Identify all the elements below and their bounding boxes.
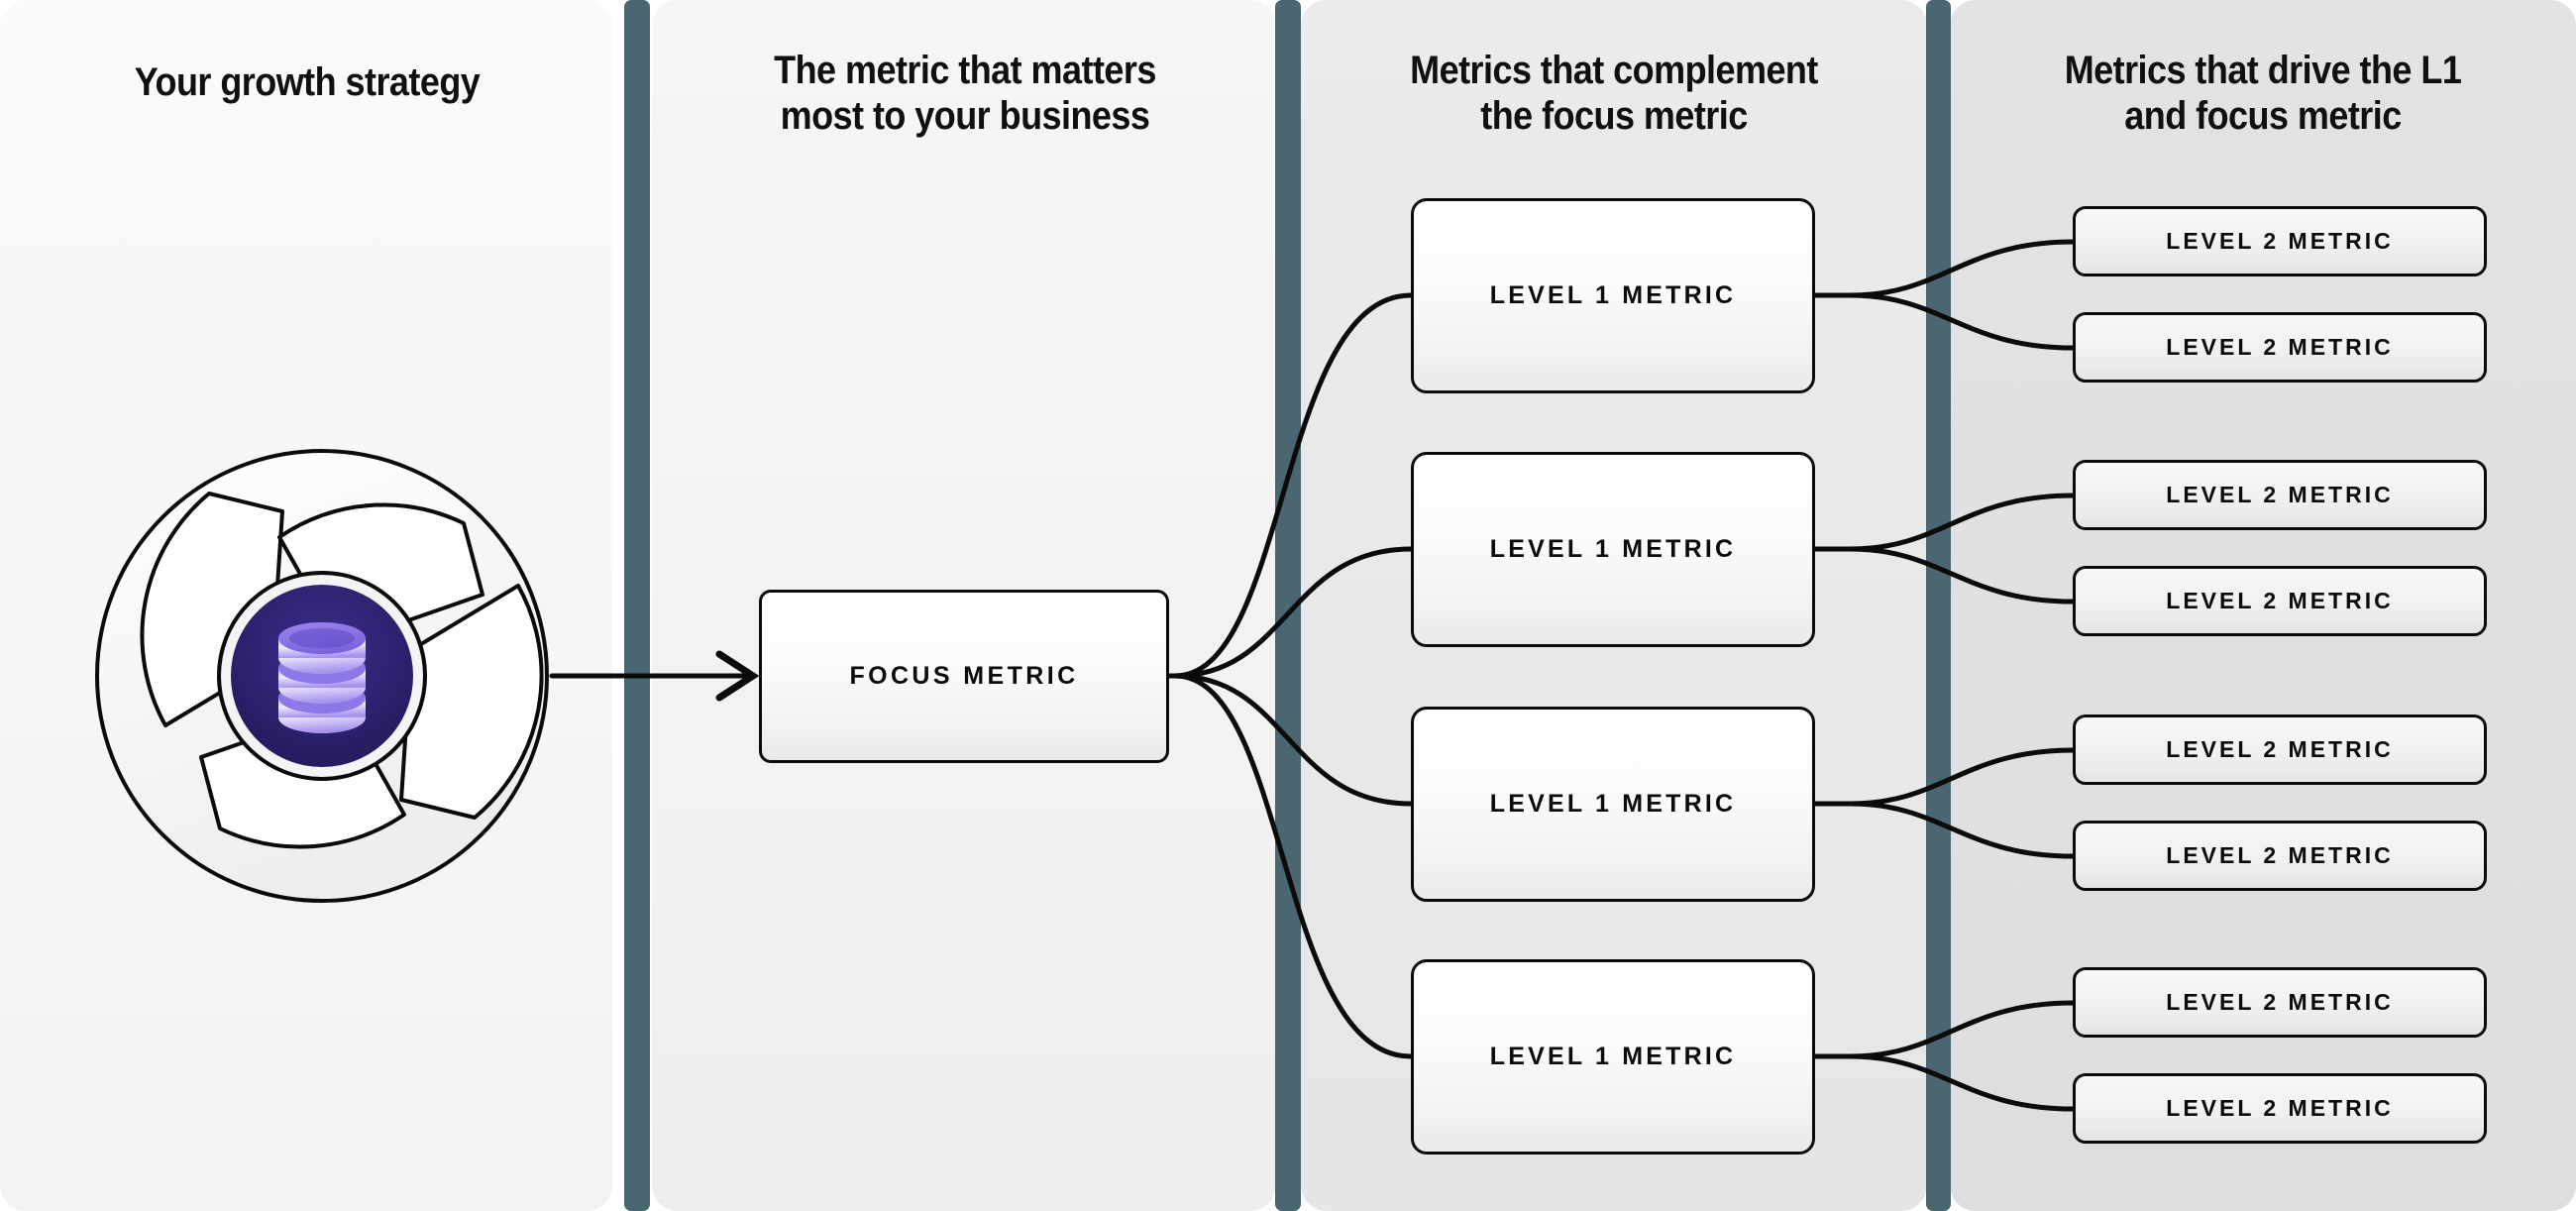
node-level2-metric-1-2-label: LEVEL 2 METRIC [2166,334,2394,360]
node-level2-metric-2-1[interactable]: LEVEL 2 METRIC [2073,460,2487,530]
node-level2-metric-1-1[interactable]: LEVEL 2 METRIC [2073,206,2487,276]
node-level2-metric-2-1-label: LEVEL 2 METRIC [2166,482,2394,507]
wire-l1-4-to-l2-2 [1810,1053,2076,1112]
node-level1-metric-2[interactable]: LEVEL 1 METRIC [1411,452,1815,647]
node-level2-metric-1-1-label: LEVEL 2 METRIC [2166,228,2394,254]
wire-l1-2-to-l2-1 [1810,493,2076,552]
node-level2-metric-4-1[interactable]: LEVEL 2 METRIC [2073,967,2487,1038]
node-level2-metric-3-2-label: LEVEL 2 METRIC [2166,842,2394,868]
node-level1-metric-3[interactable]: LEVEL 1 METRIC [1411,707,1815,902]
wire-l1-3-to-l2-2 [1810,801,2076,859]
node-level2-metric-4-2-label: LEVEL 2 METRIC [2166,1095,2394,1121]
node-level2-metric-2-2[interactable]: LEVEL 2 METRIC [2073,566,2487,636]
node-focus-metric-label: FOCUS METRIC [849,662,1079,690]
wire-l1-1-to-l2-1 [1810,239,2076,298]
database-icon [278,622,366,733]
wire-focus-to-l1-2 [1166,546,1414,679]
column-title-level2: Metrics that drive the L1 and focus metr… [2064,49,2462,139]
node-level1-metric-3-label: LEVEL 1 METRIC [1489,790,1737,818]
node-level1-metric-1-label: LEVEL 1 METRIC [1489,281,1737,309]
node-level2-metric-1-2[interactable]: LEVEL 2 METRIC [2073,312,2487,383]
node-focus-metric[interactable]: FOCUS METRIC [759,590,1169,763]
growth-strategy-emblem [95,449,549,903]
wire-l1-2-to-l2-2 [1810,546,2076,605]
wire-l1-4-to-l2-1 [1810,1000,2076,1059]
node-level2-metric-4-2[interactable]: LEVEL 2 METRIC [2073,1073,2487,1144]
wire-focus-to-l1-1 [1166,292,1414,679]
node-level1-metric-4[interactable]: LEVEL 1 METRIC [1411,959,1815,1155]
node-level2-metric-3-1[interactable]: LEVEL 2 METRIC [2073,715,2487,785]
node-level2-metric-2-2-label: LEVEL 2 METRIC [2166,588,2394,613]
node-level1-metric-2-label: LEVEL 1 METRIC [1489,535,1737,563]
divider-bar-3 [1926,0,1951,1211]
node-level2-metric-3-2[interactable]: LEVEL 2 METRIC [2073,821,2487,891]
node-level1-metric-4-label: LEVEL 1 METRIC [1489,1043,1737,1070]
column-title-level1: Metrics that complement the focus metric [1410,49,1818,139]
wire-focus-to-l1-4 [1166,673,1414,1059]
column-title-focus: The metric that matters most to your bus… [774,49,1156,139]
column-title-strategy: Your growth strategy [134,60,481,104]
wire-l1-3-to-l2-1 [1810,747,2076,807]
arrow-head-strategy-to-focus [715,650,760,702]
divider-bar-1 [624,0,650,1211]
node-level2-metric-4-1-label: LEVEL 2 METRIC [2166,989,2394,1015]
wire-l1-1-to-l2-2 [1810,292,2076,351]
node-level2-metric-3-1-label: LEVEL 2 METRIC [2166,736,2394,762]
node-level1-metric-1[interactable]: LEVEL 1 METRIC [1411,198,1815,393]
wire-focus-to-l1-3 [1166,673,1414,807]
